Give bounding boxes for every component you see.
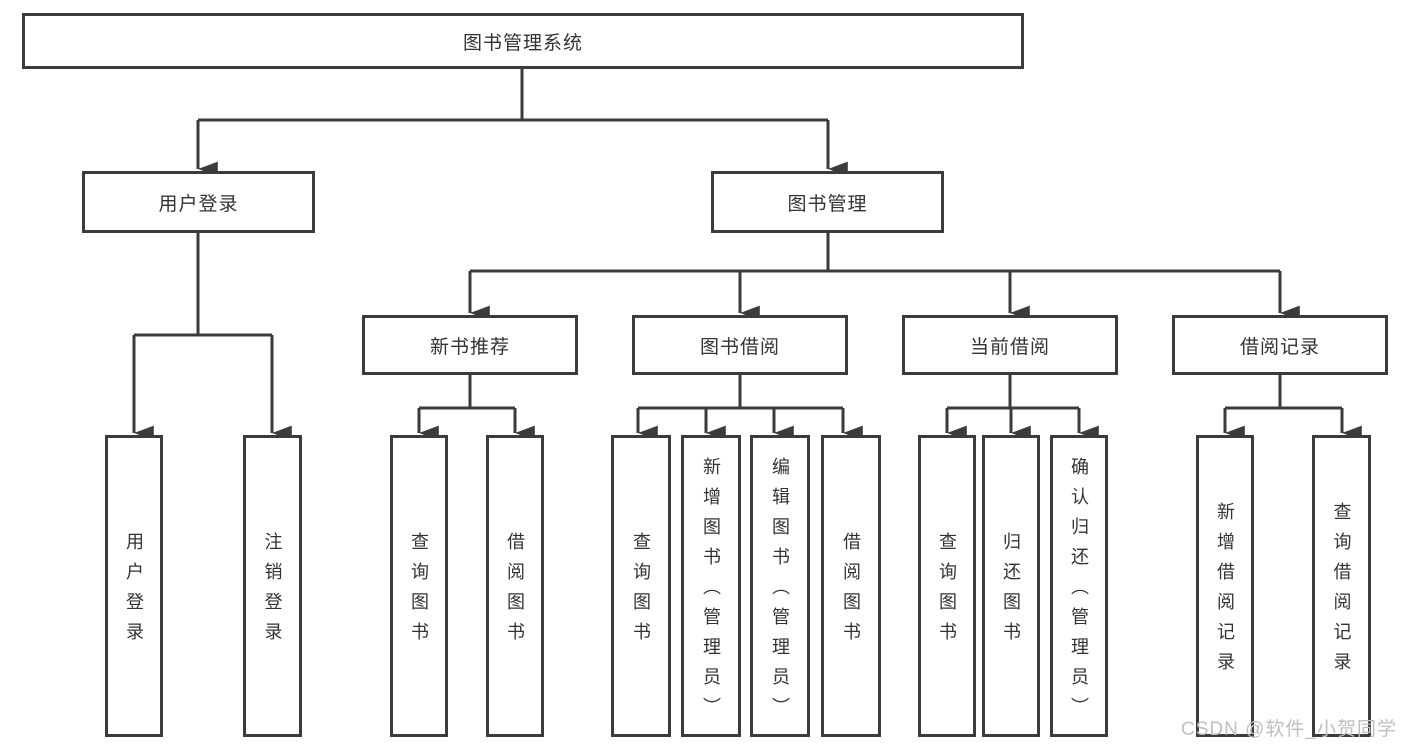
- csdn-watermark: CSDN @软件_小贺同学: [1181, 719, 1397, 740]
- leaf-recommend-borrow-books: 借阅图书: [486, 435, 544, 737]
- leaf-borrow-edit-books-admin: 编辑图书（管理员）: [750, 435, 810, 737]
- leaf-records-add-record-label: 新增借阅记录: [1215, 502, 1235, 682]
- connector-borrow-trunk: [638, 375, 843, 410]
- leaf-user-login: 用户登录: [105, 435, 163, 737]
- leaf-logout-label: 注销登录: [262, 532, 283, 652]
- leaf-logout: 注销登录: [243, 435, 302, 737]
- node-book-management: 图书管理: [711, 171, 944, 233]
- leaf-records-query-record-label: 查询借阅记录: [1331, 502, 1352, 682]
- connector-current-trunk: [947, 375, 1079, 410]
- leaf-current-return-books-label: 归还图书: [1001, 532, 1021, 652]
- node-user-login: 用户登录: [82, 171, 315, 233]
- leaf-current-confirm-return-admin-label: 确认归还（管理员）: [1069, 457, 1089, 727]
- node-book-management-label: 图书管理: [787, 193, 868, 215]
- node-user-login-label: 用户登录: [158, 193, 239, 215]
- node-new-book-recommend-label: 新书推荐: [429, 336, 510, 358]
- leaf-current-query-books-label: 查询图书: [937, 532, 957, 652]
- leaf-borrow-query-books: 查询图书: [611, 435, 671, 737]
- node-borrow-records-label: 借阅记录: [1239, 336, 1320, 358]
- leaf-borrow-add-books-admin-label: 新增图书（管理员）: [701, 457, 721, 727]
- leaf-borrow-query-books-label: 查询图书: [631, 532, 651, 652]
- leaf-recommend-query-books: 查询图书: [390, 435, 448, 737]
- connector-records-trunk: [1225, 375, 1342, 410]
- node-current-borrow-label: 当前借阅: [969, 336, 1050, 358]
- leaf-borrow-edit-books-admin-label: 编辑图书（管理员）: [770, 457, 790, 727]
- leaf-current-confirm-return-admin: 确认归还（管理员）: [1050, 435, 1108, 737]
- leaf-records-query-record: 查询借阅记录: [1312, 435, 1371, 737]
- leaf-recommend-borrow-books-label: 借阅图书: [505, 532, 525, 652]
- leaf-current-return-books: 归还图书: [982, 435, 1040, 737]
- leaf-borrow-add-books-admin: 新增图书（管理员）: [681, 435, 741, 737]
- node-root-label: 图书管理系统: [462, 32, 583, 54]
- leaf-recommend-query-books-label: 查询图书: [409, 532, 429, 652]
- node-root: 图书管理系统: [22, 13, 1024, 69]
- leaf-user-login-label: 用户登录: [124, 532, 144, 652]
- connector-user-login-trunk: [134, 233, 272, 337]
- leaf-current-query-books: 查询图书: [918, 435, 976, 737]
- leaf-records-add-record: 新增借阅记录: [1196, 435, 1254, 737]
- node-current-borrow: 当前借阅: [902, 315, 1118, 375]
- node-borrow-records: 借阅记录: [1172, 315, 1388, 375]
- leaf-borrow-borrow-books-label: 借阅图书: [841, 532, 861, 652]
- node-book-borrow-label: 图书借阅: [699, 336, 780, 358]
- connector-recommend-trunk: [419, 375, 515, 410]
- node-new-book-recommend: 新书推荐: [362, 315, 578, 375]
- node-book-borrow: 图书借阅: [632, 315, 848, 375]
- leaf-borrow-borrow-books: 借阅图书: [821, 435, 881, 737]
- connector-root-trunk: [198, 69, 828, 122]
- connector-book-management-trunk: [470, 233, 1280, 273]
